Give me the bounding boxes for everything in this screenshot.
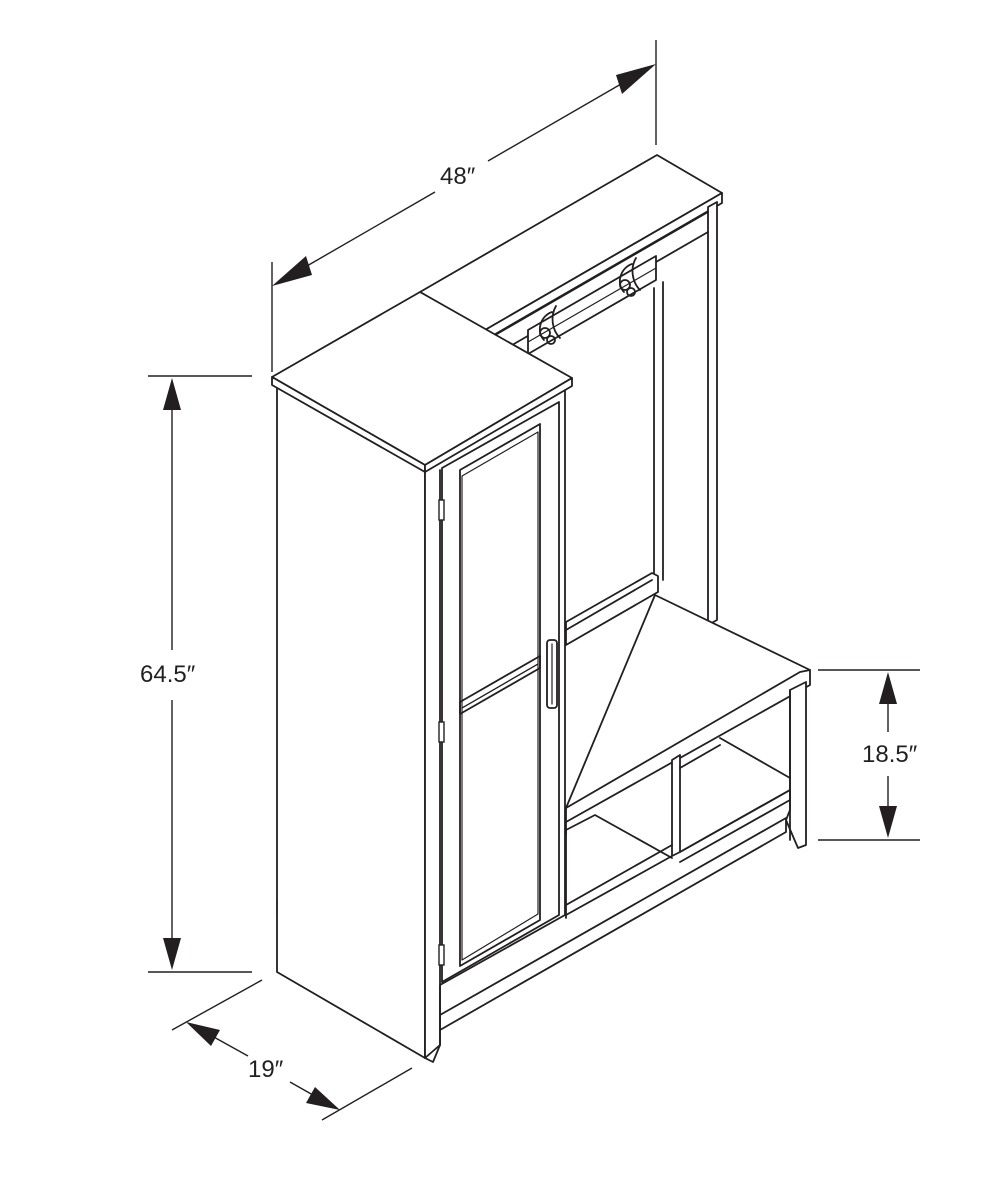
width-label: 48″ — [440, 163, 476, 190]
height-label: 64.5″ — [140, 661, 196, 688]
coat-hook-left-icon — [538, 305, 561, 345]
height-dimension: 64.5″ — [140, 375, 252, 973]
bench — [439, 594, 811, 1031]
depth-dimension: 19″ — [171, 979, 413, 1121]
coat-hook-right-icon — [618, 257, 641, 297]
hinge-icon — [438, 499, 445, 521]
depth-label: 19″ — [248, 1056, 284, 1083]
cabinet-door — [441, 401, 560, 983]
width-dimension: 48″ — [271, 40, 657, 372]
bench-height-label: 18.5″ — [862, 741, 918, 768]
bench-height-dimension: 18.5″ — [818, 669, 920, 841]
door-hinges — [438, 499, 445, 966]
back-frame — [419, 154, 723, 646]
hinge-icon — [438, 721, 445, 743]
hinge-icon — [438, 944, 445, 966]
